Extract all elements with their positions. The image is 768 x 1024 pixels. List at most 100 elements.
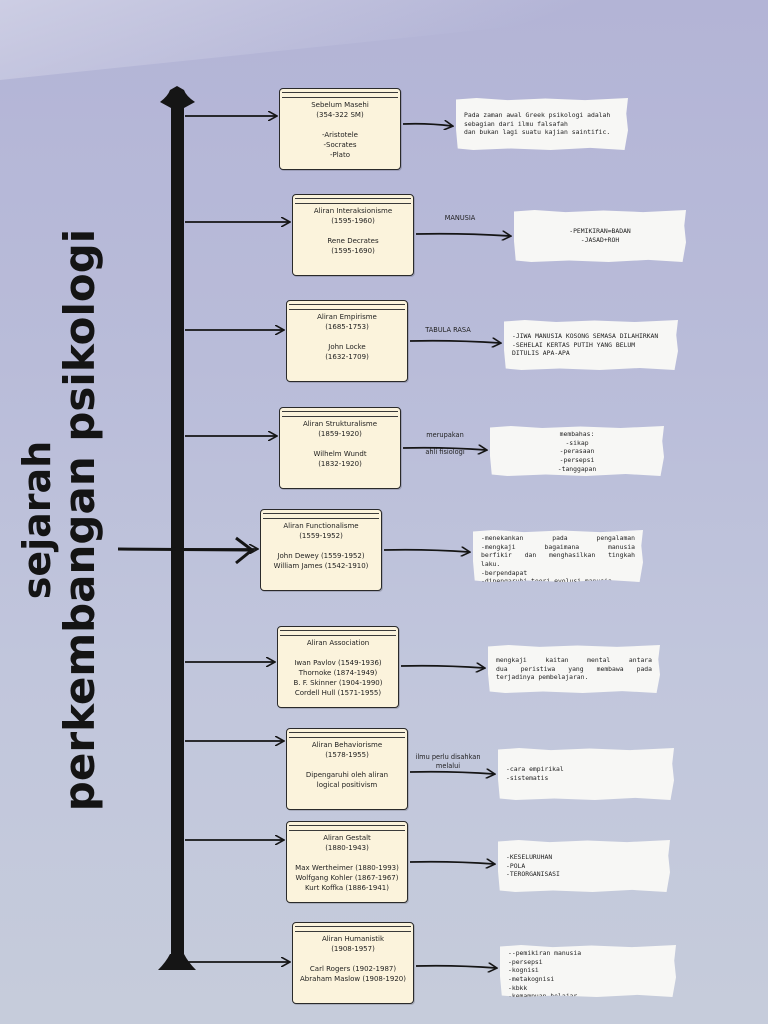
era-note: -KESELURUHAN-POLA-TERORGANISASI bbox=[498, 840, 670, 892]
note-line: -POLA bbox=[506, 861, 526, 870]
era-note: -cara empirikal-sistematis bbox=[498, 748, 674, 800]
era-text: (1595-1960) bbox=[331, 216, 375, 225]
note-line: -menekankan pada pengalaman bbox=[481, 534, 635, 542]
note-line: -dipengaruhi teori evolusi manusia bbox=[481, 577, 612, 586]
era-text: Abraham Maslow (1908-1920) bbox=[300, 974, 406, 983]
era-note: -menekankan pada pengalaman-mengkaji bag… bbox=[473, 530, 643, 582]
arrow-label-line: TABULA RASA bbox=[425, 326, 471, 334]
arrow-label-line: melalui bbox=[435, 762, 461, 771]
era-card: Aliran Functionalisme(1559-1952) John Dew… bbox=[260, 509, 382, 591]
note-line: -metakognisi bbox=[508, 974, 555, 983]
era-name: Aliran Interaksionisme bbox=[313, 207, 393, 215]
era-text: Carl Rogers (1902-1987) bbox=[309, 964, 397, 973]
arrow-label: TABULA RASA bbox=[412, 326, 484, 335]
era-text: -Plato bbox=[329, 150, 350, 159]
era-name: Aliran Functionalisme bbox=[283, 522, 359, 530]
era-text: (1685-1753) bbox=[325, 322, 369, 331]
arrow-label: MANUSIA bbox=[432, 214, 488, 223]
era-text: Rene Decrates bbox=[327, 236, 379, 245]
era-card: Aliran Behaviorisme(1578-1955)Dipengaruh… bbox=[286, 728, 408, 810]
note-line: dan bukan lagi suatu kajian saintific. bbox=[464, 128, 611, 137]
era-text bbox=[291, 333, 403, 343]
era-text: (1632-1709) bbox=[325, 352, 369, 361]
era-text: (1908-1957) bbox=[331, 944, 375, 953]
era-card: Aliran Humanistik(1908-1957) Carl Rogers … bbox=[292, 922, 414, 1004]
note-line: -mengkaji bagaimana manusia bbox=[481, 542, 635, 551]
detail-arrow bbox=[409, 772, 494, 774]
detail-arrow bbox=[402, 124, 452, 126]
arrow-label-line: ahli fisiologi bbox=[425, 448, 465, 457]
note-line: -cara empirikal bbox=[506, 765, 564, 774]
era-text: -Aristotele bbox=[322, 130, 358, 139]
era-text bbox=[297, 955, 409, 965]
era-name: Aliran Gestalt bbox=[323, 834, 371, 842]
note-line: -sistematis bbox=[506, 774, 549, 783]
era-text: Cordell Hull (1571-1955) bbox=[294, 688, 382, 697]
era-text: logical positivism bbox=[316, 780, 378, 789]
era-text: Iwan Pavlov (1549-1936) bbox=[294, 658, 382, 667]
detail-arrow bbox=[409, 862, 494, 864]
era-card: Aliran Empirisme(1685-1753)John Locke(16… bbox=[286, 300, 408, 382]
note-line: -persepsi bbox=[508, 957, 543, 966]
arrow-label-line: merupakan bbox=[426, 431, 464, 439]
note-line: -JASAD+ROH bbox=[580, 236, 620, 245]
note-line: -JIWA MANUSIA KOSONG SEMASA DILAHIRKAN bbox=[512, 332, 659, 341]
note-line: -KESELURUHAN bbox=[506, 853, 553, 862]
era-note: membahas:-sikap-perasaan-persepsi-tangga… bbox=[490, 426, 664, 476]
era-text: William James (1542-1910) bbox=[273, 561, 369, 570]
era-text: (1859-1920) bbox=[318, 429, 362, 438]
era-name: Aliran Behaviorisme bbox=[311, 741, 383, 749]
arrow-label-line: ilmu perlu disahkan bbox=[415, 753, 481, 761]
era-text: Wolfgang Kohler (1867-1967) bbox=[295, 873, 399, 882]
detail-arrow bbox=[383, 550, 469, 552]
era-text bbox=[291, 761, 403, 771]
era-text: (1880-1943) bbox=[325, 843, 369, 852]
era-text: (1559-1952) bbox=[299, 531, 343, 540]
note-line: -perasaan bbox=[559, 447, 595, 456]
note-line: -persepsi bbox=[559, 455, 595, 464]
era-name: Aliran Strukturalisme bbox=[302, 420, 378, 428]
era-name: Aliran Empirisme bbox=[317, 313, 377, 321]
detail-arrow bbox=[400, 666, 484, 668]
era-text: Dipengaruhi oleh aliran bbox=[305, 770, 389, 779]
note-line: Pada zaman awal Greek psikologi adalah bbox=[464, 111, 611, 120]
note-line: -SEHELAI KERTAS PUTIH YANG BELUM bbox=[512, 340, 636, 349]
era-text bbox=[297, 227, 409, 237]
note-line: DITULIS APA-APA bbox=[512, 349, 570, 358]
note-line: -kbkk bbox=[508, 983, 528, 992]
note-line: -TERORGANISASI bbox=[506, 870, 560, 879]
era-card: Aliran Interaksionisme(1595-1960) Rene De… bbox=[292, 194, 414, 276]
note-line: -kognisi bbox=[508, 966, 539, 975]
note-line: membahas: bbox=[559, 430, 595, 438]
era-text bbox=[291, 854, 403, 864]
note-line: -berpendapat bbox=[481, 568, 528, 577]
note-line: terjadinya pembelajaran. bbox=[496, 673, 589, 682]
era-card: Aliran Strukturalisme(1859-1920) Wilhelm … bbox=[279, 407, 401, 489]
era-note: --pemikiran manusia-persepsi-kognisi-met… bbox=[500, 945, 676, 997]
era-text: John Dewey (1559-1952) bbox=[277, 551, 365, 560]
detail-arrow bbox=[415, 234, 510, 236]
era-text: Kurt Koffka (1886-1941) bbox=[305, 883, 389, 892]
era-card: Sebelum Masehi(354-322 SM)-Aristotele-So… bbox=[279, 88, 401, 170]
era-text bbox=[284, 440, 396, 450]
era-text: (1595-1690) bbox=[331, 246, 375, 255]
era-text: (354-322 SM) bbox=[316, 110, 364, 119]
detail-arrow bbox=[402, 448, 486, 450]
era-text: Wilhelm Wundt bbox=[313, 449, 367, 458]
timeline-top-cap bbox=[160, 86, 195, 108]
era-text: -Socrates bbox=[323, 140, 357, 149]
note-line: -kemampuan belajar bbox=[508, 992, 578, 1001]
note-line: -tanggapan bbox=[557, 464, 597, 473]
era-text: Max Wertheimer (1880-1993) bbox=[295, 863, 399, 872]
note-line: mengkaji kaitan mental antara bbox=[496, 656, 652, 665]
era-text: Thornoke (1874-1949) bbox=[298, 668, 378, 677]
arrow-label: merupakan ahli fisiologi bbox=[412, 431, 478, 457]
note-line: -PEMIKIRAN=BADAN bbox=[569, 227, 631, 236]
era-name: Aliran Humanistik bbox=[321, 935, 385, 943]
detail-arrow bbox=[409, 341, 500, 343]
era-name: Aliran Association bbox=[306, 639, 370, 647]
timeline-bottom-cap bbox=[158, 954, 196, 970]
